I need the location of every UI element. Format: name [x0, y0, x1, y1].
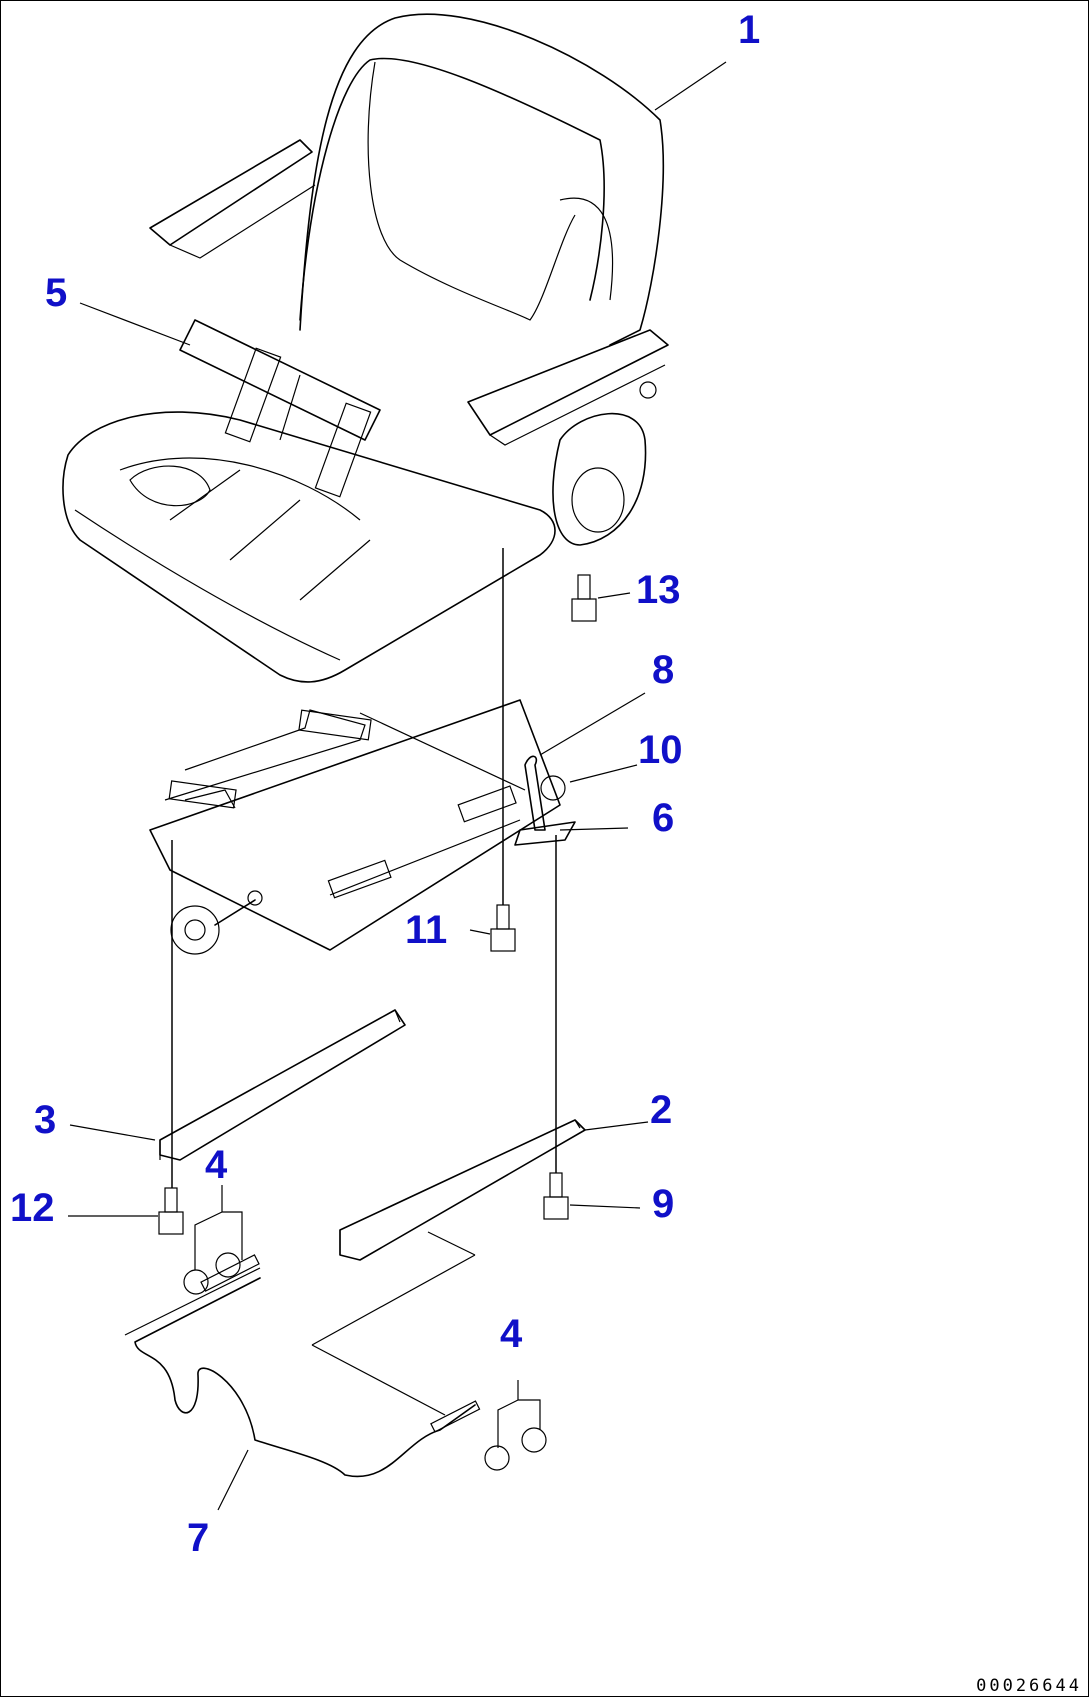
slide-frame [149, 699, 576, 955]
wire-harness [124, 1254, 481, 1478]
leader-lines [68, 61, 727, 1511]
callout-8: 8 [652, 648, 675, 692]
callout-13: 13 [636, 568, 681, 612]
rails [159, 1009, 586, 1261]
callout-9: 9 [652, 1182, 675, 1226]
callout-11: 11 [405, 908, 448, 952]
drawing-code: 00026644 [976, 1676, 1082, 1696]
callout-7: 7 [187, 1516, 210, 1560]
callout-4-lower: 4 [500, 1312, 523, 1356]
callout-2: 2 [650, 1088, 673, 1132]
callout-12: 12 [10, 1186, 55, 1230]
callout-3: 3 [34, 1098, 57, 1142]
callout-4-upper: 4 [205, 1143, 228, 1187]
callout-5: 5 [45, 271, 68, 315]
seat-assembly [62, 13, 669, 683]
callout-6: 6 [652, 796, 675, 840]
callout-1: 1 [738, 8, 761, 52]
callout-10: 10 [638, 728, 683, 772]
fasteners [158, 574, 597, 1471]
assembly-lines [171, 548, 557, 1416]
